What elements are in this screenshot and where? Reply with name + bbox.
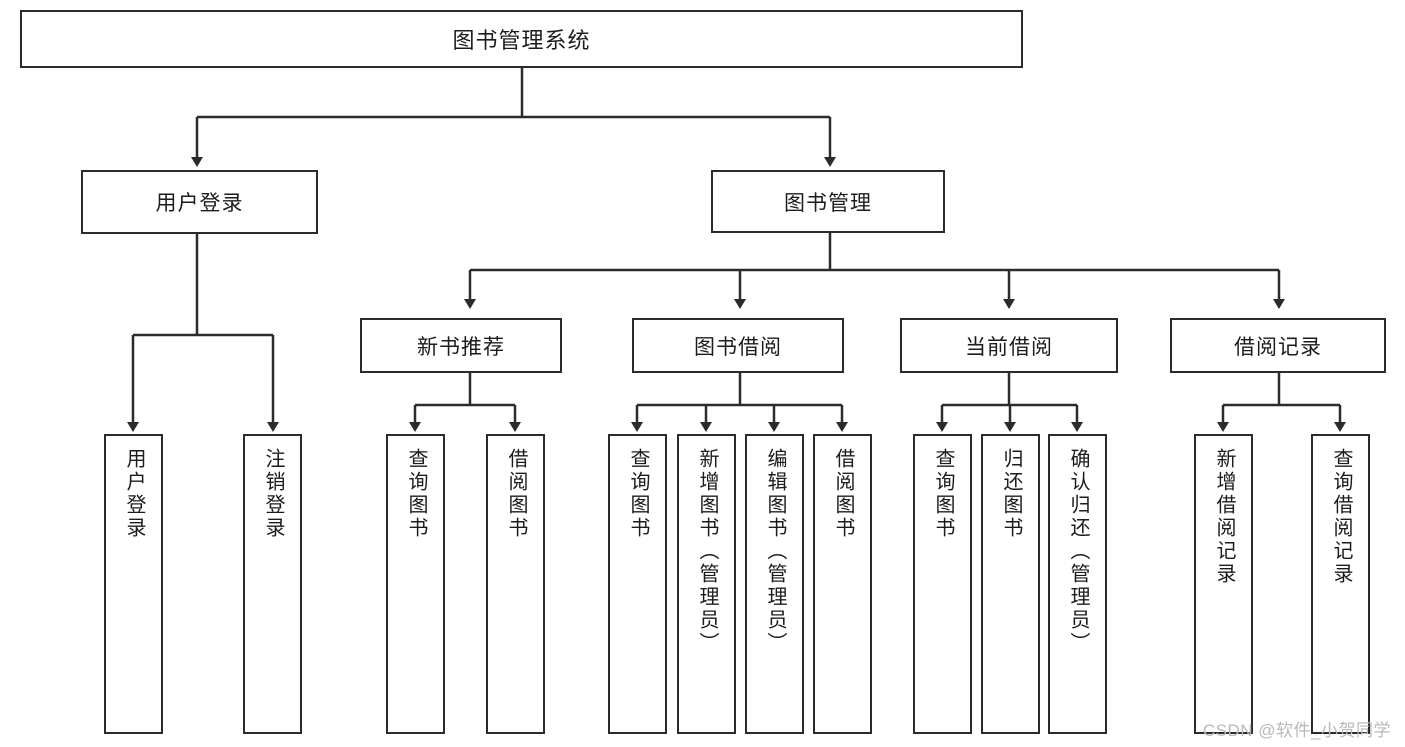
leaf-book-borrow-query[interactable]: 查询图书 bbox=[608, 434, 667, 734]
node-borrow-record[interactable]: 借阅记录 bbox=[1170, 318, 1386, 373]
leaf-book-borrow-edit[interactable]: 编辑图书（管理员） bbox=[745, 434, 804, 734]
leaf-new-book-query[interactable]: 查询图书 bbox=[386, 434, 445, 734]
node-label: 用户登录 bbox=[155, 192, 244, 215]
node-label: 查询图书 bbox=[627, 448, 649, 540]
node-current-borrow[interactable]: 当前借阅 bbox=[900, 318, 1118, 373]
leaf-book-borrow-add[interactable]: 新增图书（管理员） bbox=[677, 434, 736, 734]
node-user-login[interactable]: 用户登录 bbox=[81, 170, 318, 234]
leaf-book-borrow-borrow[interactable]: 借阅图书 bbox=[813, 434, 872, 734]
node-label: 借阅图书 bbox=[832, 448, 854, 540]
leaf-current-borrow-confirm-return[interactable]: 确认归还（管理员） bbox=[1048, 434, 1107, 734]
node-book-borrow[interactable]: 图书借阅 bbox=[632, 318, 844, 373]
leaf-borrow-record-query[interactable]: 查询借阅记录 bbox=[1311, 434, 1370, 734]
node-label: 查询图书 bbox=[932, 448, 954, 540]
leaf-borrow-record-add[interactable]: 新增借阅记录 bbox=[1194, 434, 1253, 734]
node-label: 归还图书 bbox=[1000, 448, 1022, 540]
node-label: 用户登录 bbox=[123, 448, 145, 540]
node-label: 借阅图书 bbox=[505, 448, 527, 540]
node-book-management[interactable]: 图书管理 bbox=[711, 170, 945, 233]
node-label: 当前借阅 bbox=[965, 335, 1053, 359]
node-label: 借阅记录 bbox=[1234, 335, 1322, 359]
node-label: 新书推荐 bbox=[417, 335, 505, 359]
node-label: 确认归还（管理员） bbox=[1067, 448, 1089, 655]
node-label: 查询图书 bbox=[405, 448, 427, 540]
node-new-book-recommend[interactable]: 新书推荐 bbox=[360, 318, 562, 373]
node-root-system[interactable]: 图书管理系统 bbox=[20, 10, 1023, 68]
leaf-new-book-borrow[interactable]: 借阅图书 bbox=[486, 434, 545, 734]
node-label: 图书管理系统 bbox=[452, 28, 591, 53]
node-label: 图书管理 bbox=[784, 191, 872, 215]
node-label: 编辑图书（管理员） bbox=[764, 448, 786, 655]
leaf-current-borrow-query[interactable]: 查询图书 bbox=[913, 434, 972, 734]
watermark-text: CSDN @软件_小贺同学 bbox=[1202, 721, 1391, 740]
node-label: 注销登录 bbox=[262, 448, 284, 540]
node-label: 新增图书（管理员） bbox=[696, 448, 718, 655]
node-label: 图书借阅 bbox=[694, 335, 782, 359]
node-label: 新增借阅记录 bbox=[1213, 448, 1235, 586]
leaf-user-login-login[interactable]: 用户登录 bbox=[104, 434, 163, 734]
leaf-user-login-logout[interactable]: 注销登录 bbox=[243, 434, 302, 734]
leaf-current-borrow-return[interactable]: 归还图书 bbox=[981, 434, 1040, 734]
node-label: 查询借阅记录 bbox=[1330, 448, 1352, 586]
